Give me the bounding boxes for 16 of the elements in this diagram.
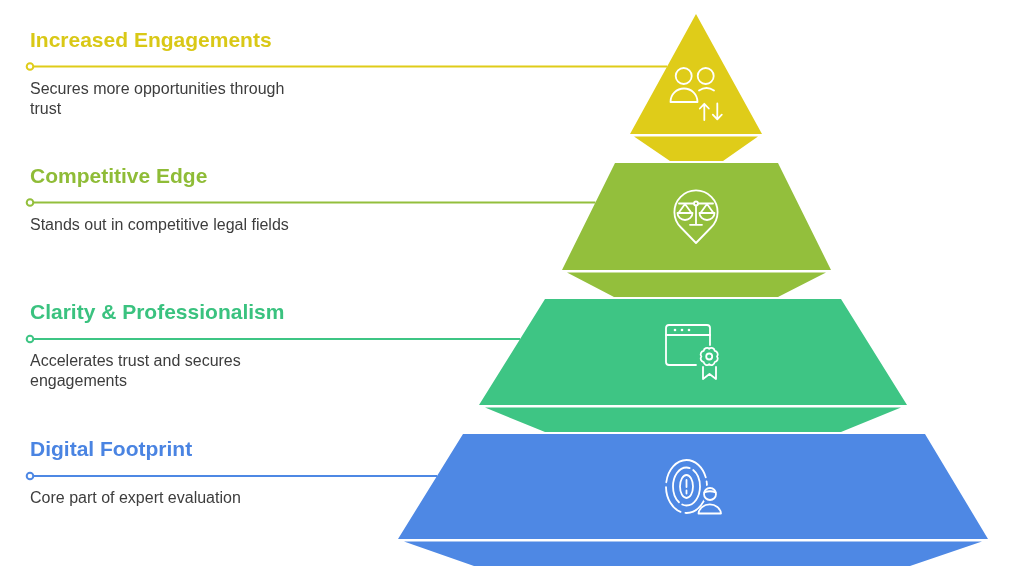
pyramid-tier [398,434,988,566]
pyramid-tier [562,163,831,297]
leader-line [25,198,596,207]
pyramid-tier [479,299,907,432]
tier-description: Core part of expert evaluation [30,488,242,508]
leader-line [25,471,437,481]
pyramid-tier [630,14,762,161]
tier-title: Competitive Edge [30,162,208,189]
tier-description: Secures more opportunities through trust [30,78,286,119]
tier-description: Accelerates trust and secures engagements [30,351,242,391]
tier-description: Stands out in competitive legal fields [30,214,290,235]
tier-title: Increased Engagements [30,26,272,53]
tier-title: Clarity & Professionalism [30,299,285,325]
leader-line [25,62,668,71]
tier-title: Digital Footprint [30,436,193,462]
leader-line [25,334,521,344]
